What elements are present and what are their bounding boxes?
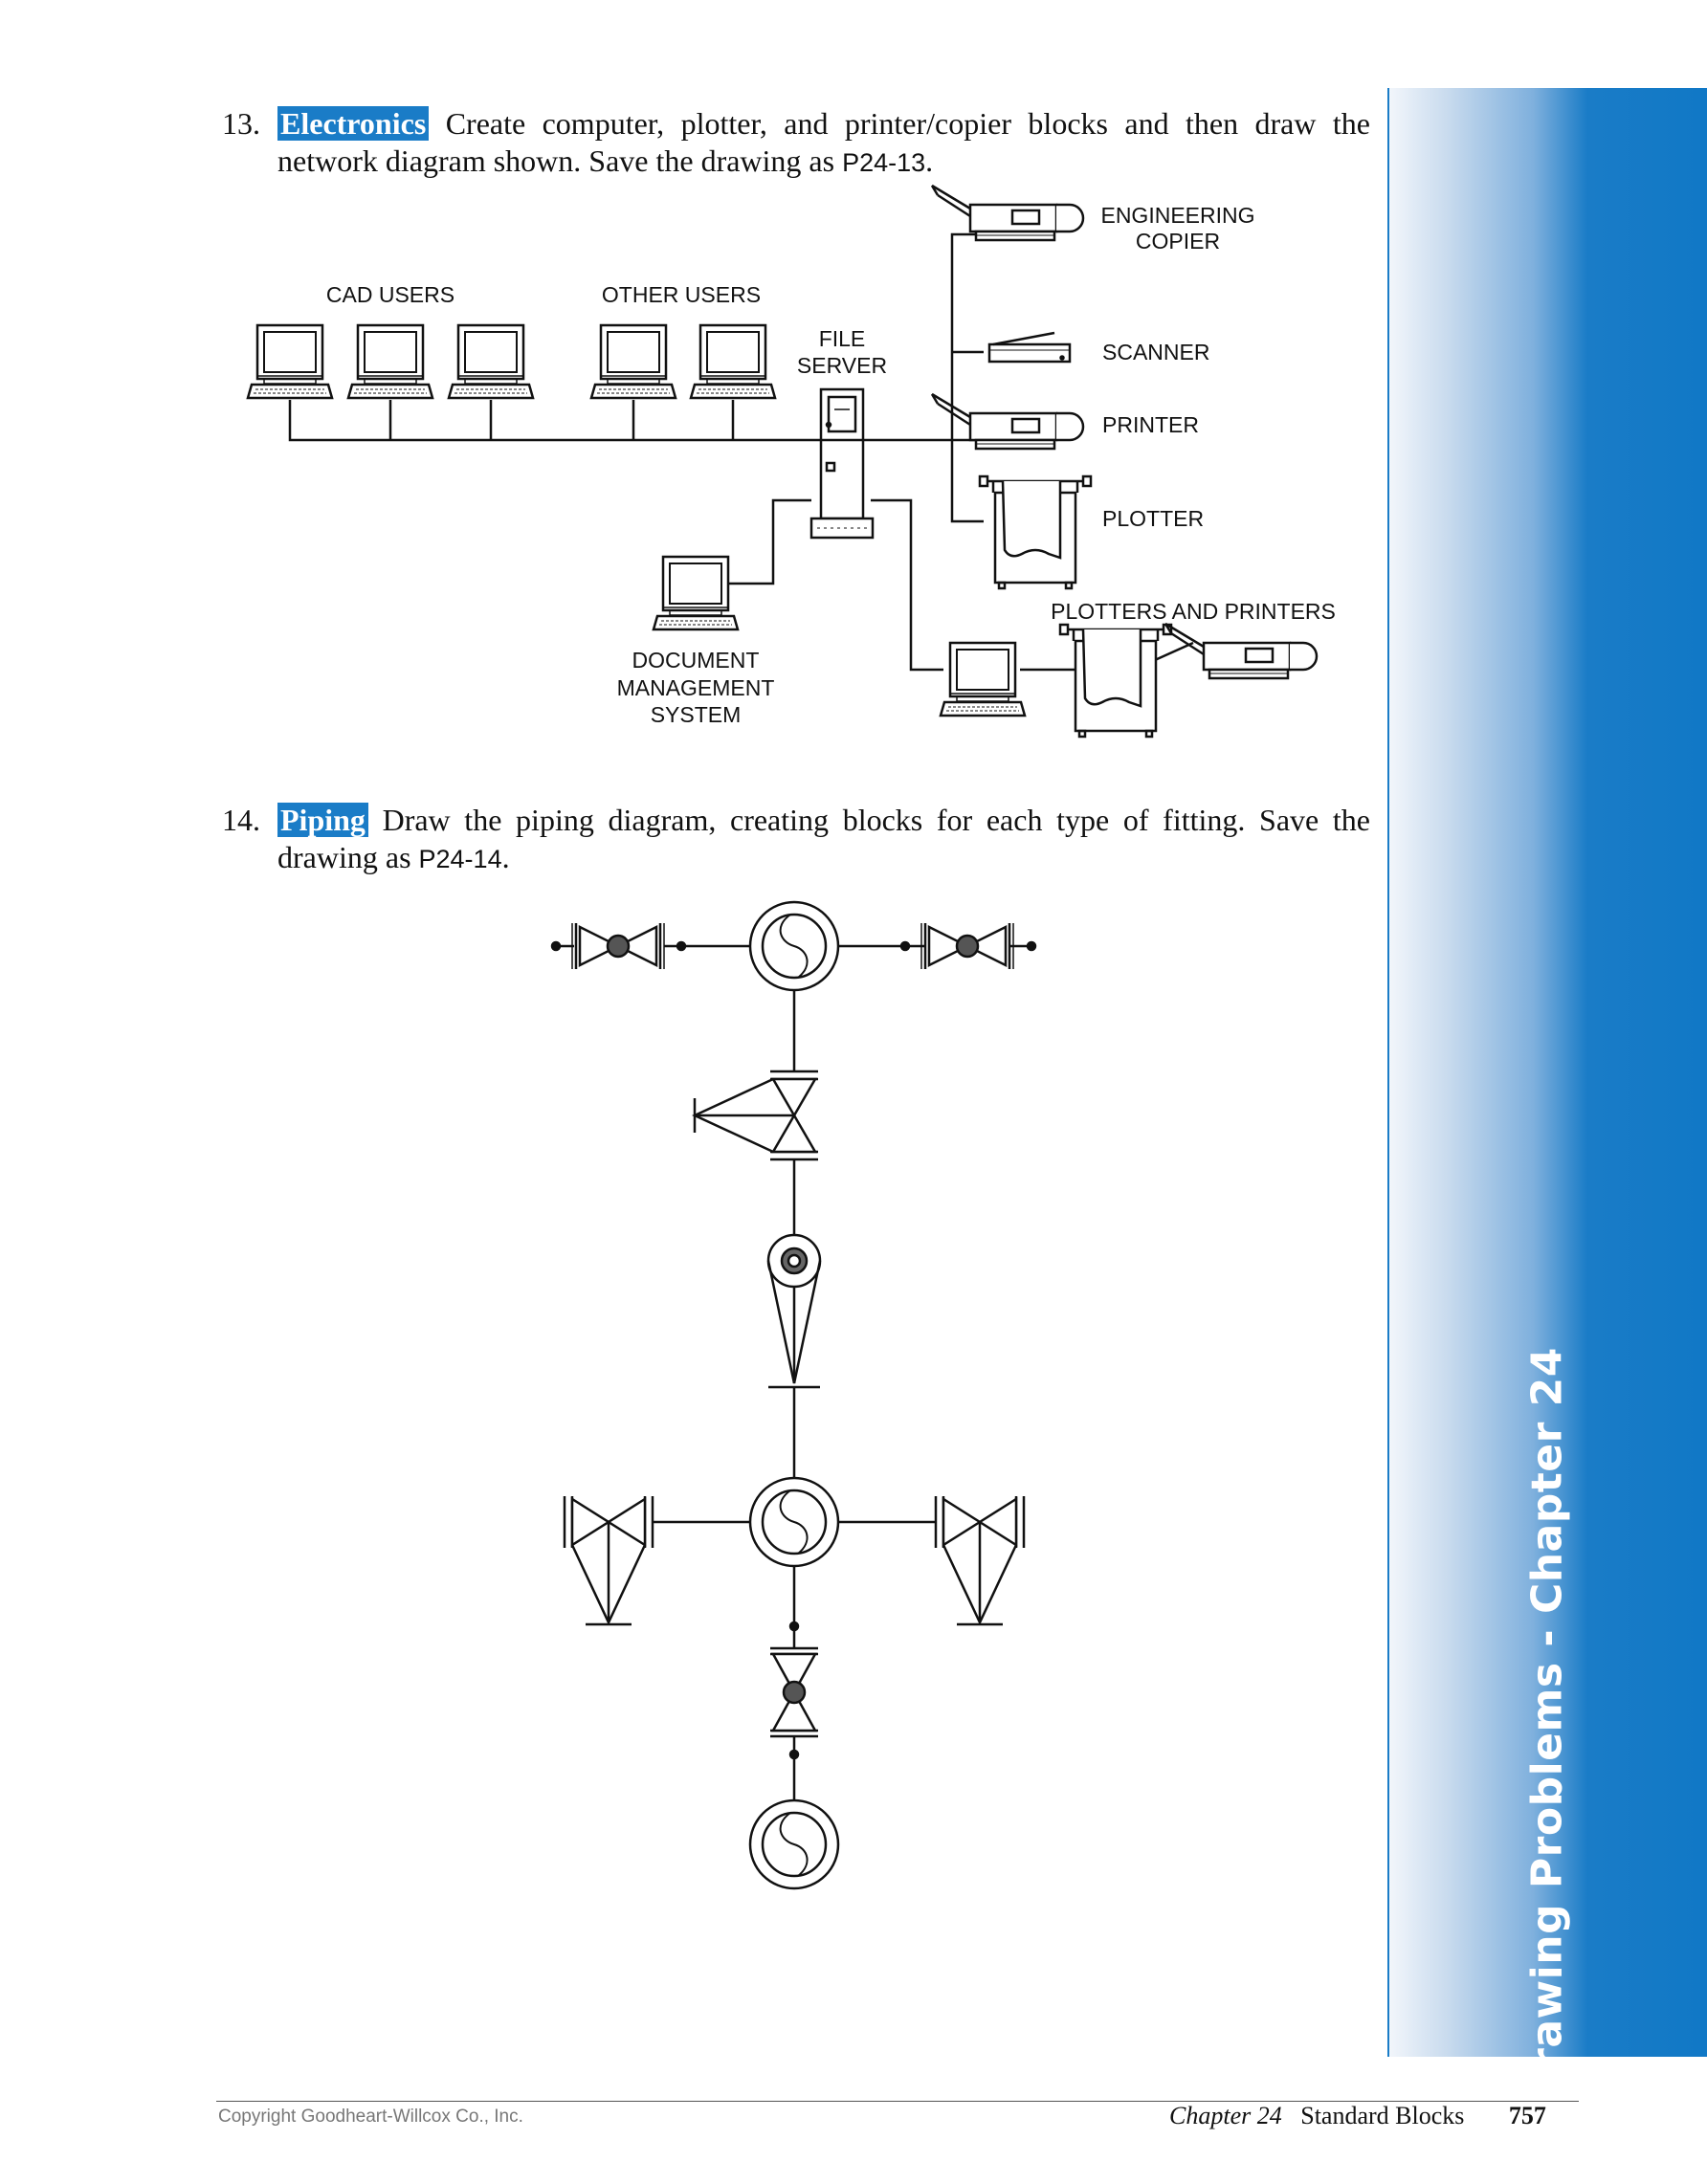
page-number: 757 — [1508, 2102, 1546, 2129]
doc-mgmt-link — [729, 498, 811, 585]
pipe-joint-dot — [788, 1621, 800, 1632]
label-engineering-copier-1: ENGINEERING — [1100, 203, 1254, 228]
piping-diagram — [550, 900, 1037, 1890]
problem-text: Create computer, plotter, and printer/co… — [277, 106, 1371, 178]
gate-valve-vertical — [770, 1646, 818, 1738]
other-user-computer-2 — [689, 323, 777, 400]
chapter-title: Standard Blocks — [1300, 2102, 1465, 2129]
chapter-sidebar — [1387, 88, 1707, 2057]
check-valve — [766, 1233, 822, 1389]
label-other-users: OTHER USERS — [602, 282, 761, 307]
pipe-end-dot — [1026, 940, 1037, 952]
problem-body: Electronics Create computer, plotter, an… — [277, 105, 1370, 182]
label-file-server-1: FILE — [819, 326, 866, 351]
pipe-joint-dot — [676, 940, 687, 952]
label-plotters-and-printers: PLOTTERS AND PRINTERS — [1051, 599, 1336, 624]
cad-user-computer-1 — [246, 323, 334, 400]
problem-number: 13. — [222, 106, 260, 141]
engineering-copier — [930, 184, 1085, 242]
remote-plotter — [1058, 623, 1173, 739]
problem-14: 14. Piping Draw the piping diagram, crea… — [222, 802, 1370, 878]
topic-tag-piping: Piping — [277, 803, 368, 837]
gate-valve-right — [920, 921, 1015, 971]
sentence-end: . — [925, 143, 934, 178]
topic-tag-electronics: Electronics — [277, 106, 430, 141]
label-document-2: MANAGEMENT — [617, 675, 775, 700]
filename: P24-14 — [418, 845, 502, 873]
label-printer: PRINTER — [1102, 412, 1199, 437]
label-cad-users: CAD USERS — [326, 282, 454, 307]
label-engineering-copier-2: COPIER — [1136, 229, 1220, 254]
pump-top — [748, 900, 840, 992]
angle-valve-left — [563, 1496, 654, 1626]
problem-13: 13. Electronics Create computer, plotter… — [222, 105, 1370, 182]
network-bus — [288, 400, 952, 442]
footer-chapter: Chapter 24 Standard Blocks 757 — [1169, 2102, 1546, 2130]
pump-middle — [748, 1476, 840, 1568]
remote-printer-link — [1154, 641, 1194, 662]
network-diagram: CAD USERS OTHER USERS FILE SERVER ENGINE… — [246, 184, 1336, 739]
remote-printer — [1164, 622, 1319, 680]
angle-valve-right — [934, 1496, 1026, 1626]
cad-user-computer-3 — [447, 323, 535, 400]
pipe-end-dot — [550, 940, 562, 952]
problem-body: Piping Draw the piping diagram, creating… — [277, 802, 1370, 878]
label-plotter: PLOTTER — [1102, 506, 1204, 531]
sidebar-title: Drawing Problems - Chapter 24 — [1522, 1347, 1572, 2105]
copyright: Copyright Goodheart-Willcox Co., Inc. — [218, 2107, 523, 2127]
other-user-computer-1 — [589, 323, 677, 400]
plotter — [978, 474, 1093, 590]
remote-link — [871, 498, 943, 672]
label-document-1: DOCUMENT — [632, 648, 760, 673]
problem-number: 14. — [222, 803, 260, 837]
pipe-joint-dot — [788, 1749, 800, 1760]
label-scanner: SCANNER — [1102, 340, 1209, 364]
footer-rule — [216, 2101, 1579, 2102]
angle-valve — [692, 1070, 818, 1161]
scanner — [987, 331, 1072, 364]
remote-computer — [939, 641, 1027, 717]
problem-text: Draw the piping diagram, creating blocks… — [277, 803, 1371, 874]
label-document-3: SYSTEM — [651, 702, 742, 727]
chapter-label: Chapter 24 — [1169, 2102, 1282, 2129]
pipe-joint-dot — [899, 940, 911, 952]
gate-valve-left — [570, 921, 666, 971]
filename: P24-13 — [842, 148, 926, 177]
sentence-end: . — [501, 840, 510, 874]
document-management-computer — [652, 555, 740, 631]
cad-user-computer-2 — [346, 323, 434, 400]
pump-bottom — [748, 1798, 840, 1890]
peripheral-bus — [950, 232, 984, 523]
label-file-server-2: SERVER — [797, 353, 887, 378]
file-server — [809, 387, 875, 540]
